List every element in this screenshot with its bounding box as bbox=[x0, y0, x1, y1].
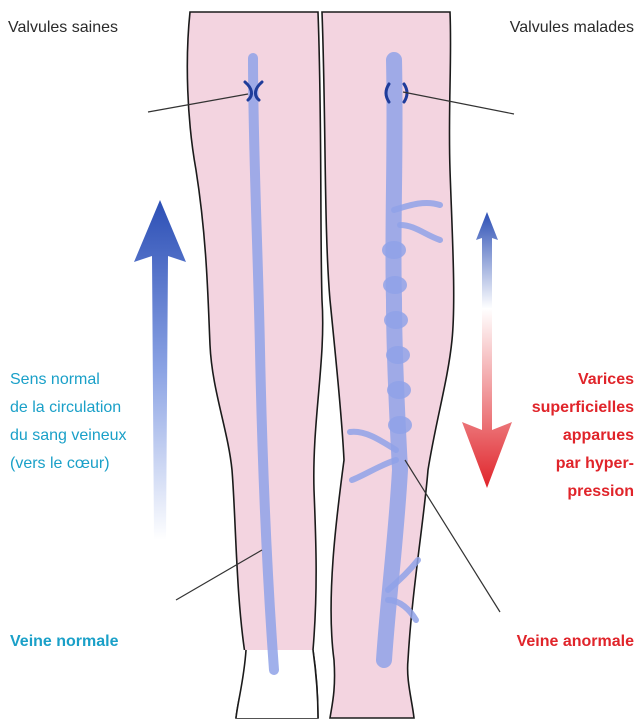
abnormal-vein-label: Veine anormale bbox=[517, 628, 634, 656]
healthy-valves-label: Valvules saines bbox=[8, 14, 118, 42]
varices-line: Varices bbox=[464, 366, 634, 394]
varices-caption: Varices superficielles apparues par hype… bbox=[464, 366, 634, 506]
normal-flow-line: (vers le cœur) bbox=[10, 450, 180, 478]
varices-line: apparues bbox=[464, 422, 634, 450]
normal-flow-caption: Sens normal de la circulation du sang ve… bbox=[10, 366, 180, 478]
varices-line: par hyper- bbox=[464, 450, 634, 478]
diseased-valves-label: Valvules malades bbox=[510, 14, 634, 42]
varices-line: pression bbox=[464, 478, 634, 506]
normal-vein-label: Veine normale bbox=[10, 628, 119, 656]
normal-flow-line: de la circulation bbox=[10, 394, 180, 422]
normal-flow-line: du sang veineux bbox=[10, 422, 180, 450]
varices-line: superficielles bbox=[464, 394, 634, 422]
normal-flow-line: Sens normal bbox=[10, 366, 180, 394]
